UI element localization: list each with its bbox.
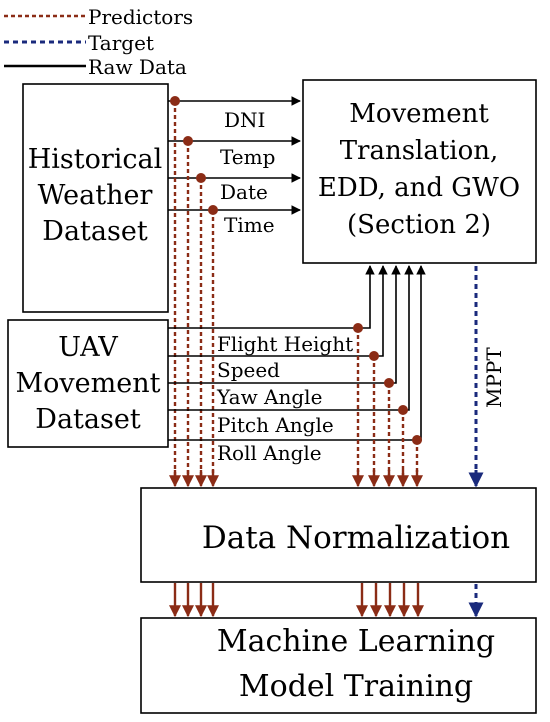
movement-translation-line-1: Movement <box>349 99 489 129</box>
legend-target-label: Target <box>88 31 154 55</box>
pitch-angle-connector <box>168 265 414 411</box>
movement-translation-line-3: EDD, and GWO <box>318 173 520 203</box>
weather-var-dni: DNI <box>224 108 265 132</box>
historical-weather-line-1: Historical <box>28 144 163 175</box>
time-junction-dot <box>208 205 218 215</box>
movement-translation-box: Movement Translation, EDD, and GWO (Sect… <box>302 79 537 264</box>
movement-translation-line-4: (Section 2) <box>347 210 491 240</box>
uav-predictor-drops <box>352 323 423 488</box>
weather-var-temp: Temp <box>220 145 275 169</box>
historical-weather-line-2: Weather <box>38 180 153 211</box>
dni-junction-dot <box>170 96 180 106</box>
data-normalization-label: Data Normalization <box>202 520 510 556</box>
yaw-angle-connector <box>168 265 401 384</box>
weather-predictor-drops <box>169 96 219 488</box>
legend: Predictors Target Raw Data <box>4 5 193 79</box>
legend-raw-data-label: Raw Data <box>88 55 187 79</box>
uav-var-flight-height: Flight Height <box>217 332 353 356</box>
uav-var-yaw-angle: Yaw Angle <box>216 385 322 409</box>
uav-movement-line-3: Dataset <box>35 404 141 435</box>
uav-movement-line-1: UAV <box>58 332 118 363</box>
speed-connector <box>168 265 388 357</box>
pitch-angle-junction-dot <box>398 405 408 415</box>
weather-var-time: Time <box>224 213 275 237</box>
uav-movement-dataset-box: UAV Movement Dataset <box>7 319 169 448</box>
yaw-angle-junction-dot <box>384 378 394 388</box>
uav-raw-data-connectors: Flight Height Speed Yaw Angle Pitch Angl… <box>168 265 426 465</box>
date-junction-dot <box>196 173 206 183</box>
uav-movement-line-2: Movement <box>16 368 161 399</box>
flight-height-connector <box>168 265 375 329</box>
roll-angle-junction-dot <box>412 435 422 445</box>
movement-translation-line-2: Translation, <box>340 136 499 166</box>
data-normalization-box: Data Normalization <box>140 487 537 583</box>
historical-weather-line-3: Dataset <box>42 216 148 247</box>
mppt-label: MPPT <box>482 347 506 408</box>
historical-weather-dataset-box: Historical Weather Dataset <box>22 83 169 313</box>
uav-var-pitch-angle: Pitch Angle <box>217 413 334 437</box>
temp-junction-dot <box>183 136 193 146</box>
speed-junction-dot <box>369 351 379 361</box>
uav-var-speed: Speed <box>217 358 280 382</box>
weather-raw-data-arrows: DNI Temp Date Time <box>168 96 301 237</box>
uav-var-roll-angle: Roll Angle <box>217 441 322 465</box>
legend-predictors-label: Predictors <box>88 5 193 29</box>
flight-height-junction-dot <box>353 323 363 333</box>
normalized-feature-arrows <box>169 583 484 618</box>
machine-learning-training-box: Machine Learning Model Training <box>140 617 537 714</box>
ml-training-line-1: Machine Learning <box>217 624 495 659</box>
ml-training-line-2: Model Training <box>239 669 473 704</box>
mppt-target-flow: MPPT <box>468 266 506 488</box>
weather-var-date: Date <box>220 180 268 204</box>
